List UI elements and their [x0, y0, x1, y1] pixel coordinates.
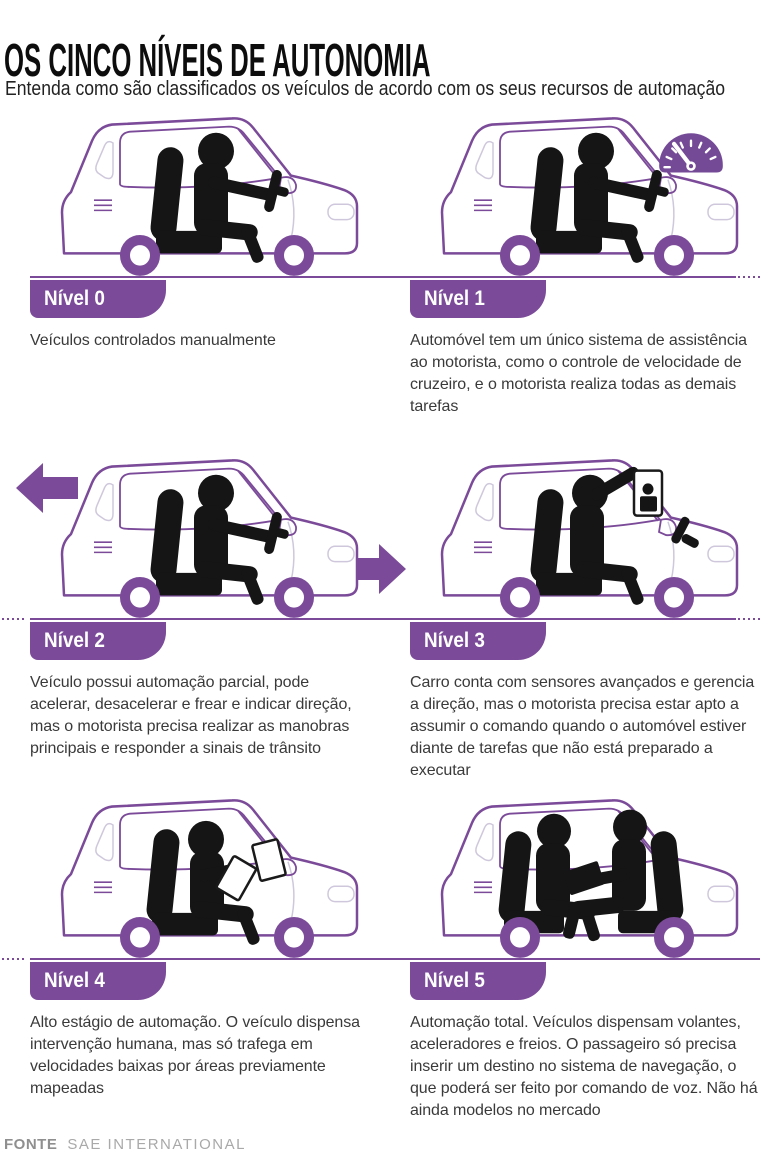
tablet-icon	[563, 861, 605, 895]
level-0-description: Veículos controlados manualmente	[30, 332, 276, 349]
steering-wheel-icon	[671, 516, 690, 544]
source-credit: FONTE SAE INTERNATIONAL	[4, 1136, 246, 1153]
level-0-car-illustration	[60, 117, 359, 276]
page-title: OS CINCO NÍVEIS DE AUTONOMIA	[4, 33, 431, 86]
steering-wheel-icon	[644, 170, 662, 212]
front-wheel-icon	[654, 576, 694, 618]
level-5-label: Nível 5	[424, 969, 485, 992]
steering-wheel-icon	[264, 170, 282, 212]
level-4-car-illustration	[60, 799, 359, 958]
level-0-label: Nível 0	[44, 287, 105, 310]
driver-silhouette	[530, 132, 669, 263]
front-wheel-icon	[274, 576, 314, 618]
phone-icon	[632, 469, 664, 517]
front-wheel-icon	[274, 234, 314, 276]
level-5-car-illustration	[440, 799, 739, 958]
road-line-row2	[0, 618, 760, 620]
source-value: SAE INTERNATIONAL	[67, 1136, 246, 1153]
level-2-badge: Nível 2	[30, 622, 166, 660]
driver-silhouette	[150, 132, 289, 263]
front-wheel-icon	[274, 916, 314, 958]
steering-wheel-icon	[264, 512, 282, 554]
level-5-badge: Nível 5	[410, 962, 546, 1000]
level-2-label: Nível 2	[44, 629, 105, 652]
level-4-description: Alto estágio de automação. O veículo dis…	[30, 1014, 360, 1097]
book-icon	[215, 838, 287, 902]
passenger-reading-silhouette	[146, 820, 260, 945]
level-1-label: Nível 1	[424, 287, 485, 310]
level-3-label: Nível 3	[424, 629, 485, 652]
level-2-description: Veículo possui automação parcial, pode a…	[30, 674, 352, 757]
rear-wheel-icon	[500, 916, 540, 958]
level-1-car-illustration	[440, 117, 739, 276]
driver-with-phone-silhouette	[530, 466, 699, 605]
source-label: FONTE	[4, 1136, 58, 1153]
left-arrow-icon	[16, 463, 78, 513]
front-wheel-icon	[654, 916, 694, 958]
rear-wheel-icon	[500, 576, 540, 618]
speedometer-icon	[659, 133, 723, 173]
front-wheel-icon	[654, 234, 694, 276]
right-arrow-icon	[348, 544, 406, 594]
level-5-description: Automação total. Veículos dispensam vola…	[410, 1014, 758, 1119]
level-1-badge: Nível 1	[410, 280, 546, 318]
rear-wheel-icon	[120, 916, 160, 958]
level-0-badge: Nível 0	[30, 280, 166, 318]
page-subtitle: Entenda como são classificados os veícul…	[5, 78, 726, 100]
level-3-description: Carro conta com sensores avançados e ger…	[410, 674, 755, 779]
two-passengers-silhouette	[498, 809, 684, 942]
road-line-row1	[0, 276, 760, 278]
rear-wheel-icon	[500, 234, 540, 276]
level-4-label: Nível 4	[44, 969, 105, 992]
level-4-badge: Nível 4	[30, 962, 166, 1000]
level-1-description: Automóvel tem um único sistema de assist…	[410, 332, 747, 415]
rear-wheel-icon	[120, 576, 160, 618]
level-3-badge: Nível 3	[410, 622, 546, 660]
rear-wheel-icon	[120, 234, 160, 276]
level-3-car-illustration	[440, 459, 739, 618]
driver-silhouette	[150, 474, 289, 605]
road-line-row3	[0, 958, 760, 960]
level-2-car-illustration	[60, 459, 359, 618]
